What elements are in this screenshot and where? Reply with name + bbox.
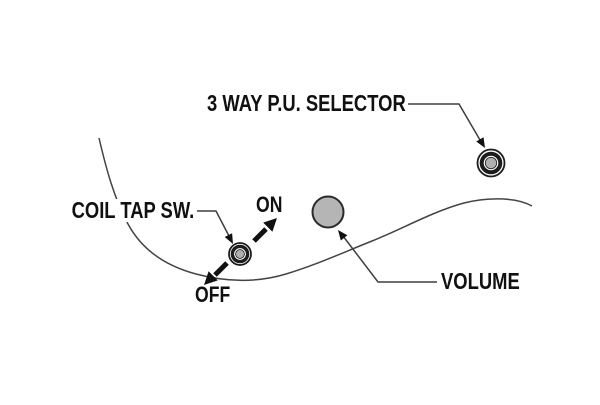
switch-on-arrow-icon bbox=[252, 218, 277, 243]
switch-off-arrowhead bbox=[204, 271, 218, 285]
volume-arrowhead-icon bbox=[338, 230, 348, 241]
volume-leader-line bbox=[342, 235, 437, 283]
guitar-body-outline bbox=[98, 137, 533, 282]
coil-tap-switch-knob bbox=[228, 242, 252, 266]
switch-on-arrow-shaft bbox=[252, 227, 268, 243]
pickup-selector-knob-center bbox=[484, 156, 498, 170]
pickup-selector-knob bbox=[476, 148, 506, 178]
pickup-selector-label: 3 WAY P.U. SELECTOR bbox=[207, 90, 406, 116]
switch-on-label: ON bbox=[256, 192, 283, 217]
switch-on-arrowhead bbox=[263, 218, 277, 232]
volume-knob bbox=[311, 195, 345, 229]
pickup-selector-knob-ring bbox=[479, 151, 503, 175]
coil-tap-knob-ring bbox=[230, 244, 250, 264]
selector-arrowhead-icon bbox=[476, 137, 485, 148]
coil-tap-arrowhead-icon bbox=[224, 233, 233, 244]
switch-off-label: OFF bbox=[195, 282, 231, 307]
selector-leader-line bbox=[408, 103, 481, 141]
coil-tap-switch-label: COIL TAP SW. bbox=[70, 197, 196, 223]
coil-tap-leader-line bbox=[197, 210, 230, 237]
coil-tap-knob-center bbox=[235, 249, 245, 259]
switch-off-arrow-shaft bbox=[213, 261, 229, 277]
volume-label: VOLUME bbox=[441, 268, 520, 294]
switch-off-arrow-icon bbox=[204, 261, 229, 285]
